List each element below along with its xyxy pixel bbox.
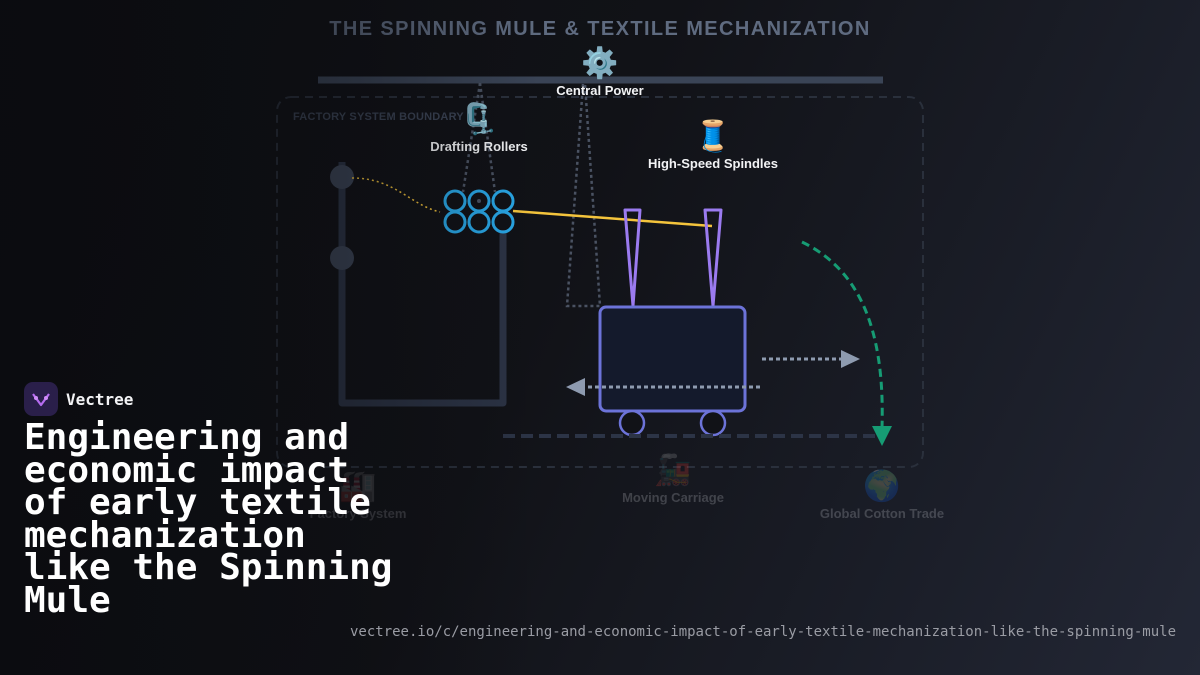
node-moving-carriage: 🚂 Moving Carriage [622, 454, 724, 505]
brand[interactable]: Vectree [24, 382, 133, 416]
frame-pulley-top [330, 165, 354, 189]
roller-axle [477, 199, 481, 203]
node-global-cotton-trade: 🌍 Global Cotton Trade [820, 470, 944, 521]
carriage-wheel-right [699, 409, 727, 437]
spindle-left [623, 208, 642, 308]
globe-icon: 🌍 [863, 470, 901, 503]
factory-boundary [276, 96, 924, 468]
vectree-logo-icon [24, 382, 58, 416]
node-label: Global Cotton Trade [819, 506, 945, 521]
node-spindles: 🧵 High-Speed Spindles [648, 120, 778, 171]
headline: Engineering and economic impact of early… [24, 417, 393, 621]
spindle-right [703, 208, 723, 308]
trade-flow-arrow [801, 240, 884, 429]
page-url[interactable]: vectree.io/c/engineering-and-economic-im… [349, 624, 1176, 640]
drafting-rollers [443, 189, 515, 234]
carriage-wheel-left [618, 409, 646, 437]
carriage-out-arrowhead [841, 350, 860, 368]
yarn-thread [512, 209, 713, 228]
node-central-power: ⚙️ Central Power [556, 47, 643, 98]
node-label: Central Power [556, 83, 644, 98]
mule-frame [338, 162, 507, 407]
carriage-in-arrowhead [566, 378, 585, 396]
gear-icon: ⚙️ [581, 47, 619, 80]
clamp-icon: 🗜️ [460, 103, 498, 136]
thread-spool-icon: 🧵 [694, 120, 732, 153]
fibre-feed [351, 177, 441, 213]
node-drafting-rollers: 🗜️ Drafting Rollers [430, 103, 528, 154]
node-label: Moving Carriage [622, 490, 724, 505]
node-label: Drafting Rollers [430, 139, 528, 154]
locomotive-icon: 🚂 [654, 454, 692, 487]
node-label: High-Speed Spindles [647, 156, 779, 171]
belt-right [565, 83, 602, 308]
frame-pulley-bottom [330, 246, 354, 270]
brand-name: Vectree [66, 389, 134, 409]
carriage-body [598, 305, 747, 413]
